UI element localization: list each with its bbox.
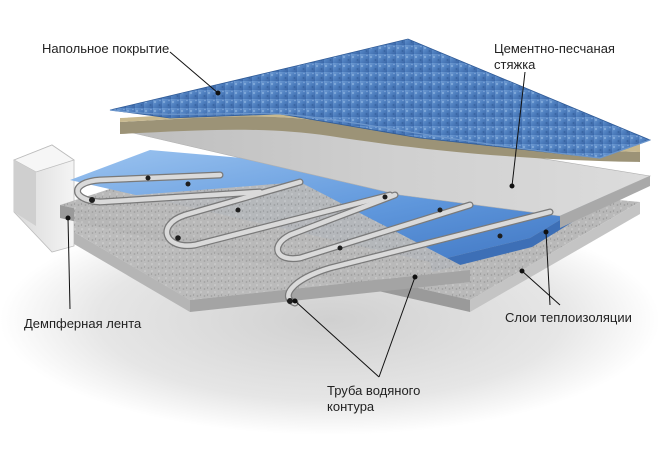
label-damper-tape: Демпферная лента (24, 316, 142, 331)
label-pipe-line2: контура (327, 399, 375, 414)
leader-floor-covering (169, 51, 219, 94)
leader-screed (511, 71, 526, 187)
leader-pipe-2 (294, 300, 380, 378)
label-pipe-line1: Труба водяного (327, 383, 421, 398)
water-pipe (74, 171, 554, 307)
leader-pipe-1 (378, 276, 416, 378)
slab-front (74, 182, 470, 312)
leader-insulation-2 (521, 270, 561, 306)
floor-covering (109, 38, 652, 159)
damper-tape (13, 144, 75, 253)
leader-lines (65, 51, 561, 378)
label-screed-line1: Цементно-песчаная (494, 41, 615, 56)
label-floor-covering: Напольное покрытие (42, 41, 170, 56)
label-insulation-layers: Слои теплоизоляции (505, 310, 632, 325)
label-screed-line2: стяжка (494, 57, 536, 72)
leader-damper-tape (67, 217, 71, 310)
leader-insulation-1 (545, 231, 551, 306)
